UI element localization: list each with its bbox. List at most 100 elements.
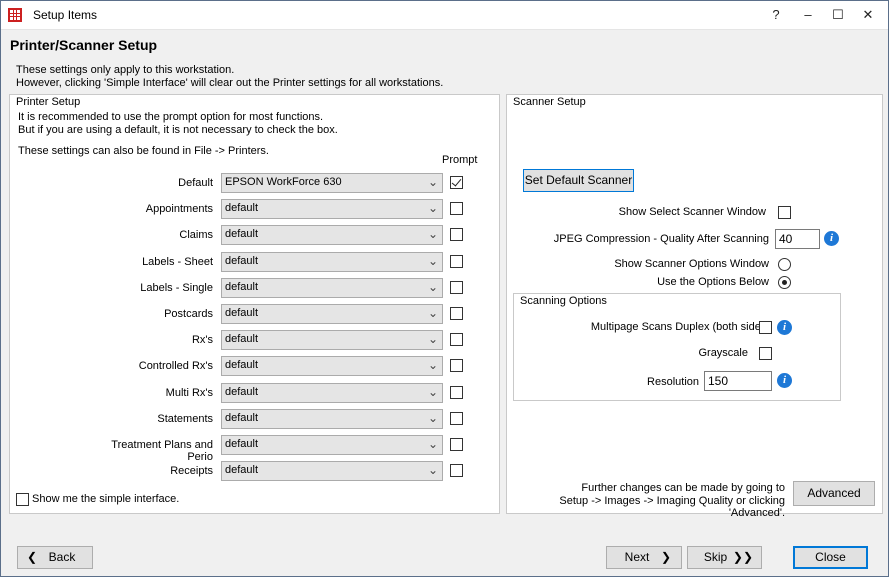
further-changes-line-1: Further changes can be made by going to: [581, 482, 785, 494]
further-changes-line-2: Setup -> Images -> Imaging Quality or cl…: [559, 495, 785, 519]
prompt-checkbox[interactable]: [450, 281, 463, 294]
prompt-checkbox[interactable]: [450, 359, 463, 372]
prompt-checkbox[interactable]: [450, 228, 463, 241]
printer-select-value: default: [225, 412, 259, 424]
prompt-checkbox[interactable]: [450, 176, 463, 189]
printer-select[interactable]: EPSON WorkForce 630 ⌄: [221, 173, 443, 193]
chevron-right-icon: ❯: [660, 550, 671, 564]
printer-select-value: default: [225, 464, 259, 476]
printer-select[interactable]: default⌄: [221, 278, 443, 298]
printer-select-value: default: [225, 281, 259, 293]
printer-row-label: Labels - Sheet: [142, 256, 213, 268]
printer-select[interactable]: default⌄: [221, 199, 443, 219]
next-button-label: Next: [624, 550, 650, 564]
duplex-label: Multipage Scans Duplex (both sides): [590, 321, 770, 333]
printer-info-line-3: These settings can also be found in File…: [18, 145, 269, 157]
back-button-label: Back: [48, 550, 76, 564]
printer-row-label: Receipts: [170, 465, 213, 477]
help-icon[interactable]: ?: [772, 7, 780, 22]
printer-select[interactable]: default ⌄: [221, 409, 443, 429]
set-default-scanner-button[interactable]: Set Default Scanner: [523, 169, 634, 192]
resolution-info-icon[interactable]: i: [777, 373, 792, 388]
printer-select[interactable]: default⌄: [221, 330, 443, 350]
chevron-down-icon: ⌄: [427, 175, 438, 189]
jpeg-quality-input[interactable]: 40: [775, 229, 820, 249]
advanced-button[interactable]: Advanced: [793, 481, 875, 506]
printer-select-value: default: [225, 228, 259, 240]
printer-row-label: Multi Rx's: [165, 387, 213, 399]
printer-row-label: Postcards: [164, 308, 213, 320]
simple-interface-checkbox[interactable]: [16, 493, 29, 506]
printer-select[interactable]: default⌄: [221, 383, 443, 403]
chevron-down-icon: ⌄: [427, 463, 438, 477]
scanner-setup-group: Scanner Setup Set Default Scanner Show S…: [506, 94, 883, 519]
back-button[interactable]: ❮ Back: [17, 546, 93, 569]
minimize-icon[interactable]: –: [804, 7, 812, 22]
jpeg-quality-label: JPEG Compression - Quality After Scannin…: [553, 233, 769, 245]
prompt-checkbox[interactable]: [450, 333, 463, 346]
printer-setup-title: Printer Setup: [16, 96, 81, 108]
prompt-checkbox[interactable]: [450, 438, 463, 451]
simple-interface-label: Show me the simple interface.: [32, 493, 180, 505]
printer-select-value: default: [225, 307, 259, 319]
printer-row-label: Labels - Single: [140, 282, 213, 294]
chevron-down-icon: ⌄: [427, 306, 438, 320]
scanner-setup-title: Scanner Setup: [513, 96, 586, 108]
show-scanner-options-radio[interactable]: [778, 258, 791, 271]
printer-select[interactable]: default⌄: [221, 356, 443, 376]
double-chevron-right-icon: ❯❯: [732, 550, 753, 564]
grayscale-label: Grayscale: [698, 347, 748, 359]
printer-row-label: Controlled Rx's: [138, 360, 213, 372]
chevron-down-icon: ⌄: [427, 411, 438, 425]
close-button[interactable]: Close: [793, 546, 868, 569]
chevron-down-icon: ⌄: [427, 332, 438, 346]
chevron-down-icon: ⌄: [427, 437, 438, 451]
prompt-checkbox[interactable]: [450, 307, 463, 320]
printer-row-label: Rx's: [191, 334, 213, 346]
resolution-label: Resolution: [647, 376, 699, 388]
printer-select[interactable]: default ⌄: [221, 304, 443, 324]
prompt-checkbox[interactable]: [450, 386, 463, 399]
duplex-checkbox[interactable]: [759, 321, 772, 334]
use-options-below-radio[interactable]: [778, 276, 791, 289]
skip-button[interactable]: Skip ❯❯: [687, 546, 762, 569]
workstation-note: These settings only apply to this workst…: [16, 64, 235, 76]
use-options-below-label: Use the Options Below: [657, 276, 769, 288]
printer-select[interactable]: default ⌄: [221, 435, 443, 455]
printer-row-label: Default: [178, 177, 213, 189]
printer-row-label: Treatment Plans and Perio: [111, 439, 213, 463]
window-title: Setup Items: [33, 8, 98, 22]
chevron-down-icon: ⌄: [427, 201, 438, 215]
chevron-down-icon: ⌄: [427, 254, 438, 268]
show-select-scanner-label: Show Select Scanner Window: [618, 206, 766, 218]
printer-info-line-1: It is recommended to use the prompt opti…: [18, 111, 324, 123]
chevron-down-icon: ⌄: [427, 227, 438, 241]
printer-setup-group: Printer Setup It is recommended to use t…: [9, 94, 500, 514]
chevron-down-icon: ⌄: [427, 385, 438, 399]
printer-select-value: EPSON WorkForce 630: [225, 176, 342, 188]
printer-row-label: Statements: [157, 413, 213, 425]
prompt-checkbox[interactable]: [450, 255, 463, 268]
show-scanner-options-label: Show Scanner Options Window: [614, 258, 769, 270]
printer-select[interactable]: default ⌄: [221, 461, 443, 481]
printer-select[interactable]: default⌄: [221, 252, 443, 272]
prompt-checkbox[interactable]: [450, 412, 463, 425]
close-icon[interactable]: ✕: [862, 7, 874, 22]
printer-select-value: default: [225, 438, 259, 450]
prompt-checkbox[interactable]: [450, 202, 463, 215]
page-title: Printer/Scanner Setup: [10, 37, 158, 53]
simple-interface-note: However, clicking 'Simple Interface' wil…: [16, 77, 444, 89]
jpeg-info-icon[interactable]: i: [824, 231, 839, 246]
scanning-options-group: Scanning Options Multipage Scans Duplex …: [513, 293, 841, 401]
printer-info-line-2: But if you are using a default, it is no…: [18, 124, 338, 136]
show-select-scanner-checkbox[interactable]: [778, 206, 791, 219]
prompt-checkbox[interactable]: [450, 464, 463, 477]
printer-select-value: default: [225, 359, 259, 371]
maximize-icon[interactable]: ☐: [832, 7, 844, 22]
printer-select[interactable]: default ⌄: [221, 225, 443, 245]
resolution-input[interactable]: 150: [704, 371, 772, 391]
next-button[interactable]: Next ❯: [606, 546, 682, 569]
grayscale-checkbox[interactable]: [759, 347, 772, 360]
duplex-info-icon[interactable]: i: [777, 320, 792, 335]
